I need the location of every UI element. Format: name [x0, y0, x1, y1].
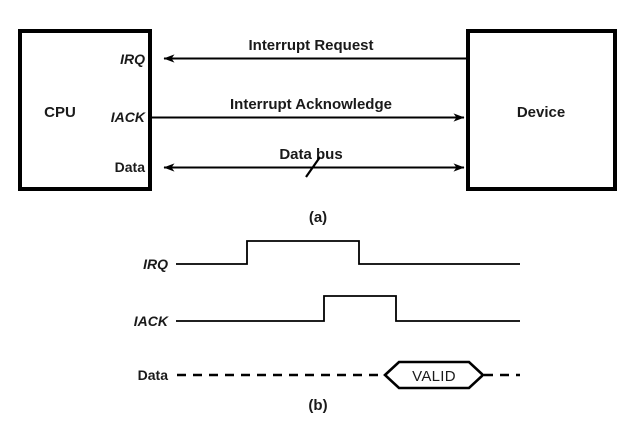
caption-a: (a)	[309, 209, 327, 226]
timing-label-iack: IACK	[134, 313, 169, 329]
data-valid-label: VALID	[412, 368, 456, 385]
caption-b: (b)	[308, 397, 327, 414]
cpu-box	[18, 29, 152, 191]
signal-label-interrupt-request: Interrupt Request	[248, 37, 373, 54]
data-valid-hexagon	[383, 360, 485, 390]
signal-label-data-bus: Data bus	[279, 146, 342, 163]
block-diagram-section: CPU Device IRQ IACK Data Interrupt Reque…	[18, 29, 617, 226]
port-label-iack: IACK	[111, 109, 146, 125]
cpu-box-label: CPU	[44, 104, 76, 121]
signal-label-interrupt-acknowledge: Interrupt Acknowledge	[230, 96, 392, 113]
timing-label-irq: IRQ	[143, 256, 168, 272]
timing-waveform-iack	[176, 295, 520, 322]
timing-waveform-irq	[176, 240, 520, 265]
timing-label-data: Data	[138, 367, 169, 383]
device-box-label: Device	[517, 104, 565, 121]
port-label-data: Data	[115, 159, 146, 175]
timing-diagram-section: IRQ IACK Data VALID (b)	[134, 240, 520, 414]
port-label-irq: IRQ	[120, 51, 145, 67]
device-box	[466, 29, 617, 191]
data-bus-width-slash-icon	[305, 156, 321, 178]
